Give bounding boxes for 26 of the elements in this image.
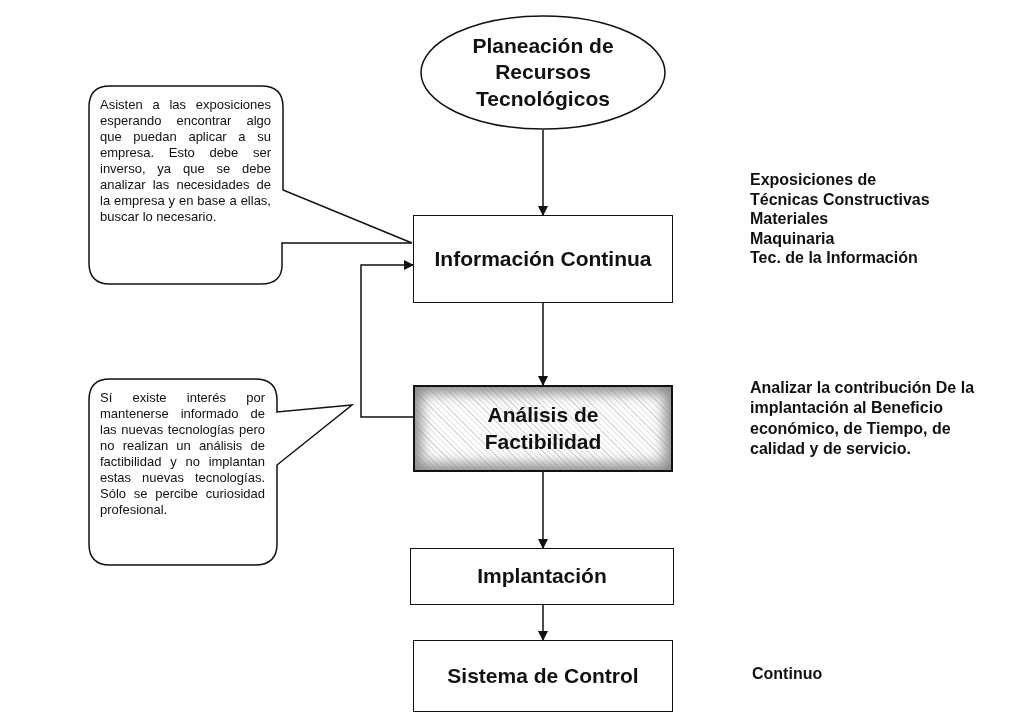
speech-bubble — [88, 378, 354, 566]
side-note: Técnicas Constructivas — [750, 189, 930, 209]
side-note: Exposiciones de — [750, 170, 877, 190]
side-note: Materiales — [750, 209, 829, 229]
speech-bubble — [88, 85, 414, 285]
arrow — [538, 604, 548, 641]
process-box — [413, 385, 673, 472]
node-label: Planeación de Recursos Tecnológicos — [471, 33, 615, 112]
callout-text: Sí existe interés por mantenerse informado de las nuevas tecnologías pero no realizan un análisis de factibilidad y no implantan estas nuevas tecnologías. Sólo se percibe curiosidad profesional. — [100, 390, 265, 518]
node-label: Información Continua — [434, 245, 652, 272]
process-box — [413, 215, 673, 303]
side-note: Analizar la contribución De la implantación al Beneficio económico, de Tiempo, de calidad y de servicio. — [750, 378, 976, 459]
node-label: Implantación — [477, 563, 607, 590]
start-ellipse — [420, 15, 666, 130]
arrow — [538, 302, 548, 386]
node-label: Sistema de Control — [447, 662, 639, 689]
side-note: Continuo — [752, 664, 823, 684]
callout-text: Asisten a las exposiciones esperando encontrar algo que puedan aplicar a su empresa. Esto debe ser inverso, ya que se debe analizar las necesidades de la empresa y en base a ellas, buscar lo necesario. — [100, 97, 271, 225]
arrow — [360, 260, 414, 418]
node-label: Análisis de Factibilidad — [483, 402, 603, 455]
arrow — [538, 129, 548, 216]
process-box — [410, 548, 674, 605]
side-note: Maquinaria — [750, 228, 835, 248]
side-note: Tec. de la Información — [750, 248, 918, 268]
arrow — [538, 471, 548, 549]
process-box — [413, 640, 673, 712]
